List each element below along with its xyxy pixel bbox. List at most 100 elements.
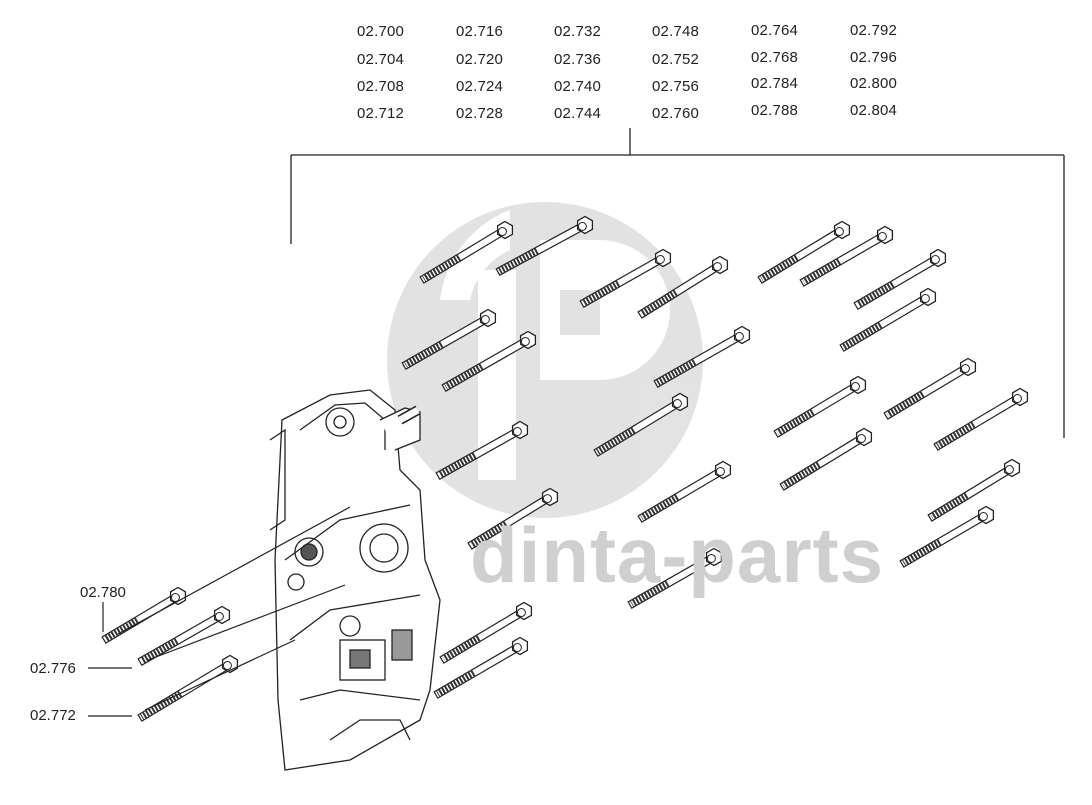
- bolt-flange: [512, 426, 522, 436]
- bolt-head: [959, 357, 977, 377]
- grouping-bracket: [290, 128, 1065, 438]
- bolt-head: [496, 220, 514, 240]
- bolt-head: [515, 601, 533, 621]
- part-number: 02.792: [850, 22, 898, 39]
- bolt-thread: [421, 254, 462, 282]
- bolt-head: [714, 460, 732, 480]
- bolt-flange: [850, 382, 860, 392]
- bolt-thread: [656, 358, 697, 387]
- part-number: 02.724: [456, 78, 504, 95]
- part-number: 02.756: [652, 78, 700, 95]
- callout-leaders: [88, 506, 351, 717]
- bolt-head: [213, 605, 231, 625]
- bolt-flange: [877, 232, 887, 242]
- hex-head-bolt-icon: [435, 420, 529, 480]
- bolt-head: [541, 487, 559, 507]
- callout-label: 02.772: [30, 707, 76, 724]
- bolt-flange: [214, 611, 224, 621]
- bolt-flange: [960, 364, 970, 374]
- bolt-flange: [222, 661, 232, 671]
- bolt-head: [705, 547, 723, 567]
- bolt-head: [733, 325, 751, 345]
- part-number: 02.728: [456, 105, 504, 122]
- hex-head-bolt-icon: [401, 308, 497, 370]
- hex-head-bolt-icon: [933, 387, 1029, 451]
- bolt-head: [671, 392, 689, 412]
- hex-head-bolt-icon: [433, 636, 529, 699]
- part-number: 02.768: [751, 49, 799, 66]
- bolt-thread: [639, 493, 680, 521]
- part-number: 02.704: [357, 51, 405, 68]
- hex-head-bolt-icon: [899, 505, 995, 568]
- bolt-flange: [577, 221, 587, 231]
- bolt-thread: [630, 580, 670, 608]
- callout-label: 02.780: [80, 584, 126, 601]
- bolt-flange: [834, 227, 844, 237]
- bolt-head: [929, 248, 947, 268]
- hex-head-bolt-icon: [653, 325, 751, 388]
- part-number: 02.752: [652, 51, 700, 68]
- bolt-head: [855, 427, 873, 447]
- hex-head-bolt-icon: [757, 220, 851, 284]
- bolt-head: [977, 505, 995, 525]
- bolt-thread: [595, 427, 636, 455]
- part-number: 02.760: [652, 105, 700, 122]
- bolt-thread: [441, 634, 481, 662]
- bolt-flange: [672, 399, 682, 409]
- gearbox-housing-icon: [269, 389, 441, 771]
- bolt-thread: [781, 461, 821, 489]
- bolt-thread: [901, 538, 942, 567]
- hex-head-bolt-icon: [637, 255, 729, 319]
- bolt-thread: [885, 390, 925, 418]
- bolt-flange: [734, 331, 744, 341]
- bolt-thread: [929, 492, 969, 520]
- part-number: 02.740: [554, 78, 602, 95]
- bolt-thread: [775, 408, 815, 436]
- bolt-flange: [170, 593, 180, 603]
- bolt-flange: [516, 608, 526, 618]
- bolt-flange: [978, 512, 988, 522]
- bolt-head: [169, 586, 187, 606]
- bolt-thread: [103, 617, 140, 642]
- bolt-thread: [841, 322, 883, 350]
- part-number: 02.800: [850, 75, 898, 92]
- hex-head-bolt-icon: [439, 601, 533, 664]
- part-number: 02.804: [850, 102, 898, 119]
- bolt-head: [576, 215, 594, 235]
- hex-head-bolt-icon: [799, 225, 894, 287]
- hex-head-bolt-icon: [779, 427, 873, 491]
- hex-head-bolt-icon: [853, 248, 947, 310]
- bolt-head: [711, 255, 729, 275]
- bolt-thread: [443, 363, 484, 391]
- hex-head-bolt-icon: [883, 357, 977, 420]
- bolt-thread: [139, 690, 183, 720]
- part-number: 02.700: [357, 23, 405, 40]
- part-number: 02.744: [554, 105, 602, 122]
- part-number: 02.720: [456, 51, 504, 68]
- bolt-thread: [435, 669, 476, 698]
- bolt-group: [101, 215, 1029, 722]
- bolt-head: [519, 330, 537, 350]
- part-number: 02.708: [357, 78, 405, 95]
- bolt-thread: [801, 258, 842, 286]
- bolt-flange: [1004, 465, 1014, 475]
- bolt-head: [876, 225, 894, 245]
- hex-head-bolt-icon: [927, 458, 1021, 522]
- watermark-text: dinta-parts: [470, 511, 885, 599]
- hex-head-bolt-icon: [419, 220, 514, 284]
- bolt-flange: [920, 294, 930, 304]
- part-number: 02.716: [456, 23, 504, 40]
- bolt-head: [1011, 387, 1029, 407]
- hex-head-bolt-icon: [593, 392, 689, 457]
- bolt-flange: [480, 314, 490, 324]
- hex-head-bolt-icon: [495, 215, 594, 276]
- bolt-flange: [512, 643, 522, 653]
- part-number: 02.748: [652, 23, 700, 40]
- bolt-head: [654, 248, 672, 268]
- bolt-thread: [403, 341, 444, 369]
- callout-label: 02.776: [30, 660, 76, 677]
- bolt-thread: [935, 421, 976, 449]
- hex-head-bolt-icon: [579, 248, 672, 308]
- bolt-head: [511, 420, 529, 440]
